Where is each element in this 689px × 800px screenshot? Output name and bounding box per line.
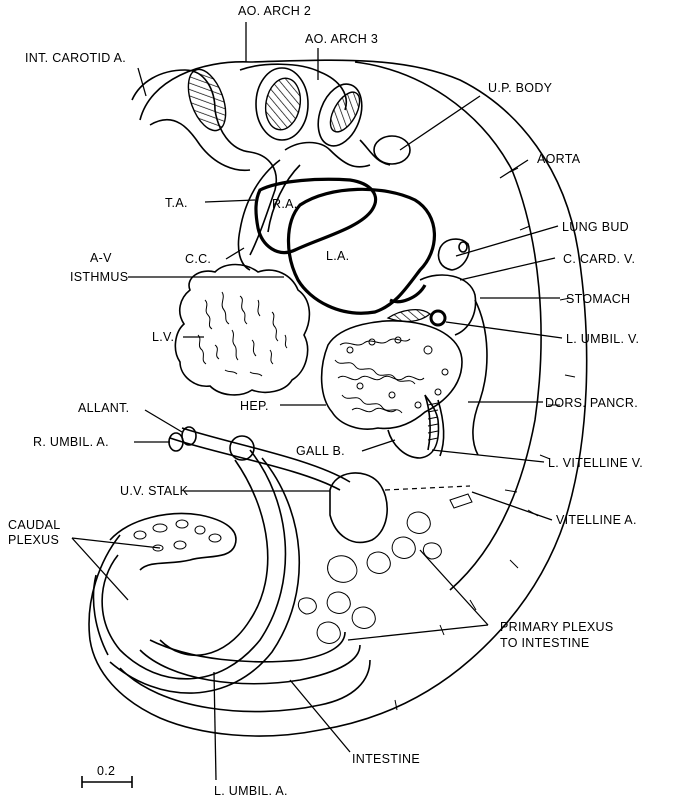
label-uv-stalk: U.V. STALK (120, 484, 189, 498)
label-isthmus: ISTHMUS (70, 270, 128, 284)
label-hep: HEP. (240, 399, 269, 413)
label-allant: ALLANT. (78, 401, 129, 415)
intestine-loop (139, 644, 361, 685)
arch-hatched-1 (187, 68, 227, 132)
arch-hatched-2 (264, 77, 302, 131)
ventricle-trabeculae (197, 291, 288, 377)
allantois-opening-2 (181, 426, 197, 446)
label-lung-bud: LUNG BUD (562, 220, 629, 234)
truncus-arteriosus (237, 159, 281, 271)
pancreas-duct (424, 394, 445, 457)
caudal-plexus-holes (133, 519, 222, 552)
arch-ring-2 (317, 83, 363, 147)
label-primary-plexus: PRIMARY PLEXUS (500, 620, 614, 634)
intestine-loop-inner (119, 659, 371, 713)
label-cc: C.C. (185, 252, 211, 266)
allantois-tube (169, 427, 351, 491)
uv-bulb (229, 435, 255, 461)
label-plexus: PLEXUS (8, 533, 59, 547)
label-ra: R.A. (272, 197, 298, 211)
gall-bladder (387, 394, 440, 459)
stomach-inner (472, 299, 488, 456)
label-la: L.A. (326, 249, 349, 263)
truncus-inner (267, 164, 301, 233)
up-body-shape (373, 135, 411, 165)
umbil-v-ring (429, 309, 447, 327)
body-outline (88, 59, 588, 737)
tail-edge (92, 574, 109, 656)
umbil-artery-inner (109, 457, 301, 694)
lung-bud-shape (437, 238, 470, 271)
leader-lines (71, 22, 563, 781)
umbil-artery-2 (159, 459, 269, 657)
arch-ring-1 (255, 67, 309, 141)
label-scale: 0.2 (97, 764, 115, 778)
up-body-stalk (359, 139, 391, 166)
liver-sinusoids (334, 336, 449, 414)
label-ao-arch-2: AO. ARCH 2 (238, 4, 311, 18)
label-ta: T.A. (165, 196, 188, 210)
pharyngeal-region (131, 69, 277, 256)
label-c-card-v: C. CARD. V. (563, 252, 635, 266)
lung-bud-tip (458, 241, 468, 253)
scale-bar (81, 776, 133, 788)
vitelline-dashes (384, 485, 471, 491)
label-up-body: U.P. BODY (488, 81, 553, 95)
label-intestine: INTESTINE (352, 752, 420, 766)
atrial-septum (389, 284, 427, 304)
label-vitelline-a: VITELLINE A. (556, 513, 637, 527)
caudal-plexus-shape (109, 512, 237, 571)
left-atrium (286, 187, 436, 315)
label-int-carotid: INT. CAROTID A. (25, 51, 126, 65)
label-gall-b: GALL B. (296, 444, 345, 458)
aorta-inner-outline (354, 61, 542, 591)
label-aorta: AORTA (537, 152, 581, 166)
arch-ring-inner (284, 141, 371, 168)
pancreas-hatch (427, 402, 439, 441)
umbil-artery-outer (101, 449, 287, 680)
head-inner (149, 118, 251, 172)
label-l-umbil-a: L. UMBIL. A. (214, 784, 288, 798)
right-atrium (254, 177, 378, 255)
arch-hatched-3 (329, 91, 361, 133)
label-l-vitelline-v: L. VITELLINE V. (548, 456, 643, 470)
label-l-umbil-v: L. UMBIL. V. (566, 332, 639, 346)
label-stomach: STOMACH (566, 292, 630, 306)
stomach-shape (419, 274, 477, 336)
left-ventricle (174, 263, 311, 396)
label-ao-arch-3: AO. ARCH 3 (305, 32, 378, 46)
intestine-loop-inner2 (149, 631, 346, 663)
label-caudal: CAUDAL (8, 518, 61, 532)
primary-plexus (297, 493, 473, 644)
uv-stalk-circle (329, 472, 388, 544)
hatched-triangle (386, 309, 431, 323)
label-av: A-V (90, 251, 112, 265)
label-dors-pancr: DORS. PANCR. (545, 396, 638, 410)
label-lv: L.V. (152, 330, 174, 344)
label-r-umbil-a: R. UMBIL. A. (33, 435, 109, 449)
label-to-intestine: TO INTESTINE (500, 636, 590, 650)
